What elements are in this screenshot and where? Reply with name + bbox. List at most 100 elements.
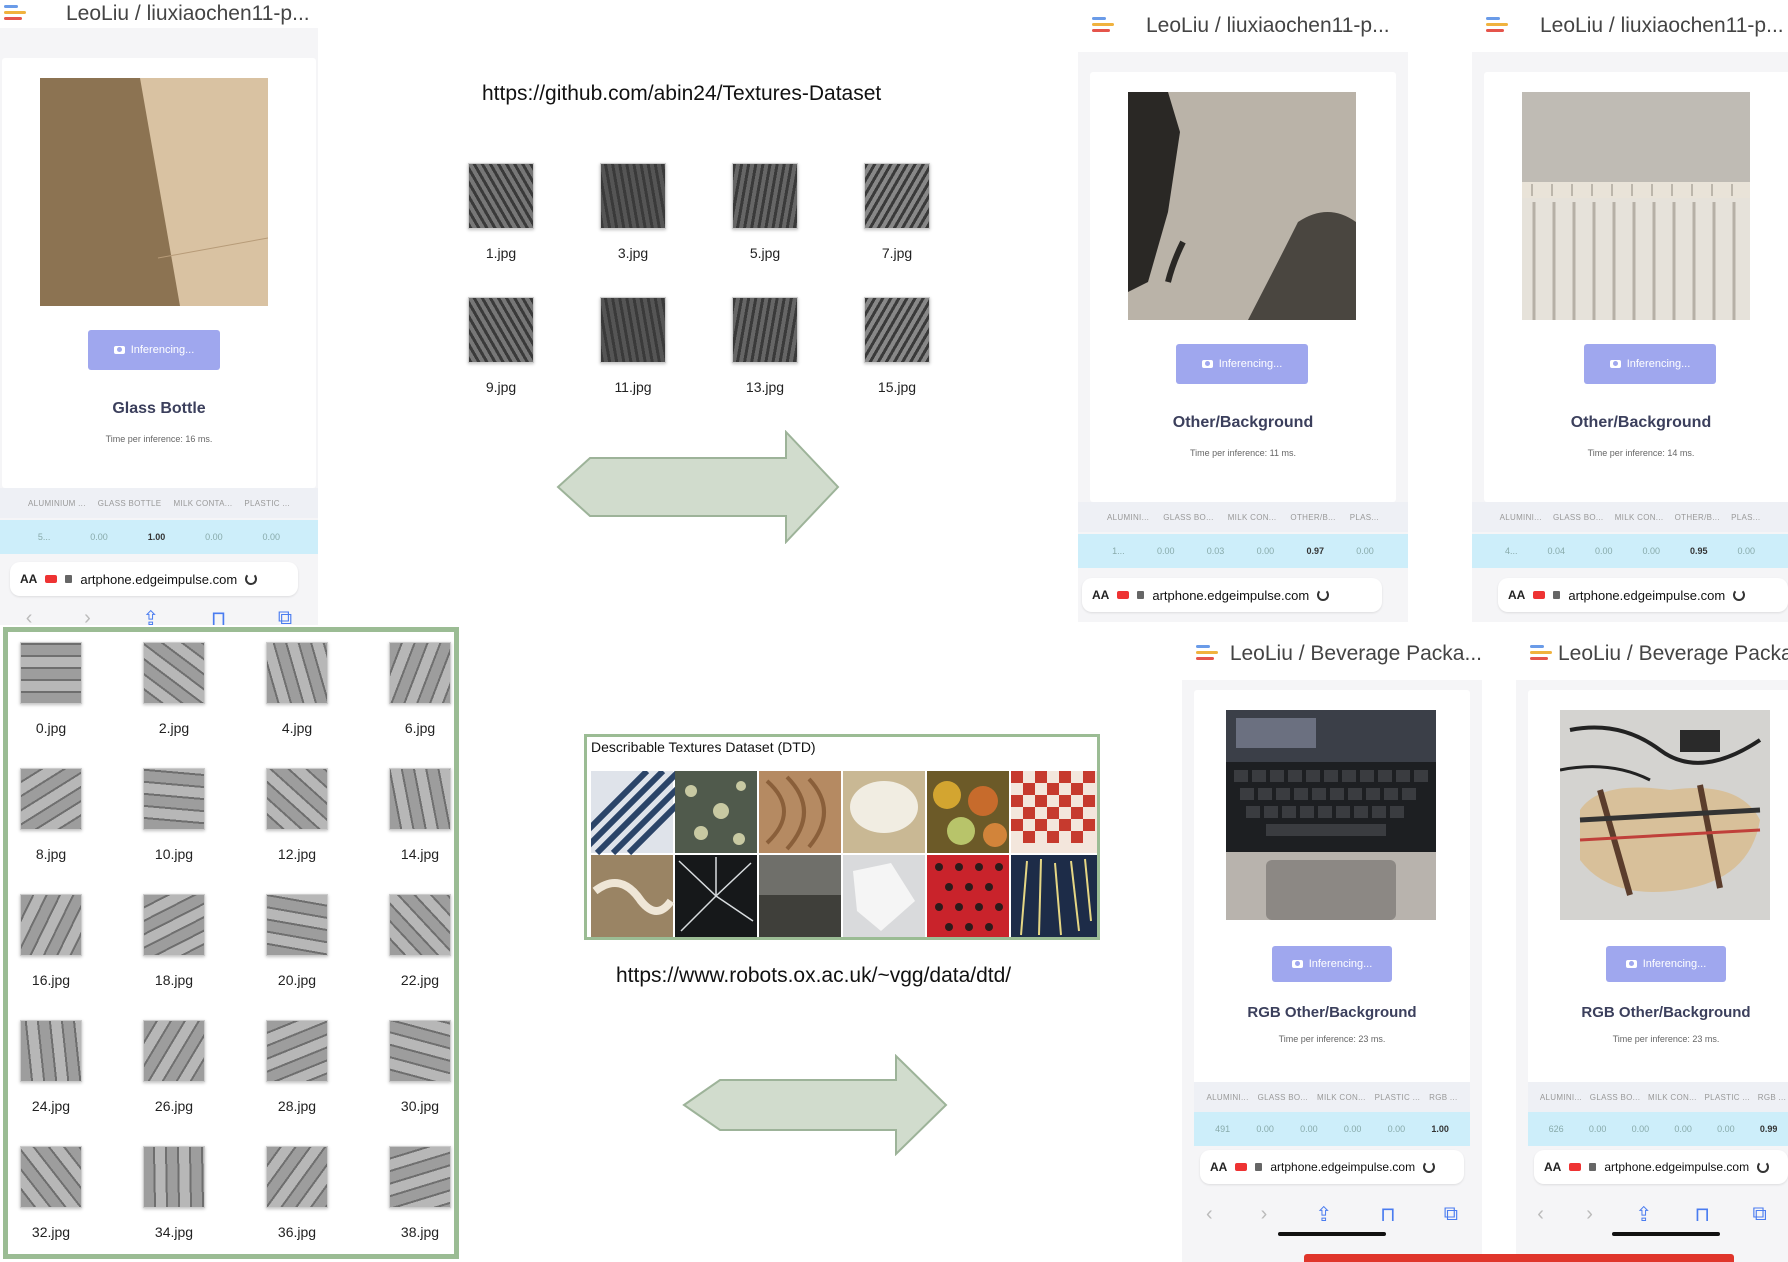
reload-icon[interactable] — [1757, 1161, 1770, 1173]
address-bar[interactable]: AA artphone.edgeimpulse.com — [10, 562, 298, 596]
inferencing-button[interactable]: Inferencing... — [1606, 946, 1726, 982]
app-header: LeoLiu / liuxiaochen11-p... — [1472, 0, 1788, 52]
reload-icon[interactable] — [1423, 1161, 1436, 1173]
stone-thumbnail[interactable] — [143, 1020, 205, 1082]
arrow-top — [556, 430, 840, 544]
stone-thumbnail[interactable] — [143, 1146, 205, 1208]
result-card: Inferencing... Glass Bottle Time per inf… — [2, 58, 316, 488]
address-bar[interactable]: AA artphone.edgeimpulse.com — [1082, 578, 1382, 612]
stone-thumbnail[interactable] — [266, 642, 328, 704]
camera-preview — [1560, 710, 1770, 920]
texture-thumbnail[interactable] — [864, 163, 930, 229]
address-bar[interactable]: AA artphone.edgeimpulse.com — [1200, 1150, 1464, 1184]
stone-thumbnail[interactable] — [20, 1146, 82, 1208]
text-size-icon[interactable]: AA — [1092, 588, 1110, 602]
reload-icon[interactable] — [245, 573, 258, 585]
reload-icon[interactable] — [1733, 589, 1746, 601]
stone-thumbnail[interactable] — [20, 768, 82, 830]
text-size-icon[interactable]: AA — [1210, 1160, 1228, 1174]
text-size-icon[interactable]: AA — [20, 572, 38, 586]
result-card: Inferencing... Other/Background Time per… — [1484, 72, 1788, 502]
bookmarks-icon[interactable]: ⊓ — [210, 607, 227, 626]
home-indicator — [1278, 1232, 1386, 1236]
red-highlight-bar — [1304, 1254, 1734, 1262]
stone-filename: 26.jpg — [154, 1098, 194, 1114]
scores-row: 4... 0.04 0.00 0.00 0.95 0.00 — [1472, 534, 1788, 568]
stone-filename: 38.jpg — [400, 1224, 440, 1240]
camera-icon — [113, 346, 125, 354]
lock-icon — [1137, 591, 1145, 599]
scores-header: ALUMINI... GLASS BO... MILK CON... PLAST… — [1194, 1082, 1470, 1112]
forward-icon[interactable]: › — [84, 606, 91, 626]
inferencing-button[interactable]: Inferencing... — [88, 330, 220, 370]
stone-thumbnail[interactable] — [266, 1146, 328, 1208]
stone-thumbnail[interactable] — [143, 768, 205, 830]
stone-thumbnail[interactable] — [266, 1020, 328, 1082]
text-size-icon[interactable]: AA — [1508, 588, 1526, 602]
inferencing-button[interactable]: Inferencing... — [1584, 344, 1716, 384]
address-bar[interactable]: AA artphone.edgeimpulse.com — [1534, 1150, 1788, 1184]
stone-thumbnail[interactable] — [143, 642, 205, 704]
inferencing-button[interactable]: Inferencing... — [1176, 344, 1308, 384]
share-icon[interactable]: ⇪ — [142, 607, 160, 626]
texture-thumbnail[interactable] — [732, 163, 798, 229]
scores-row: 491 0.00 0.00 0.00 0.00 1.00 — [1194, 1112, 1470, 1146]
texture-thumbnail[interactable] — [732, 297, 798, 363]
classification-result: Other/Background — [1172, 414, 1314, 431]
address-bar[interactable]: AA artphone.edgeimpulse.com — [1498, 578, 1788, 612]
forward-icon[interactable]: › — [1586, 1202, 1593, 1225]
textures-dataset-url[interactable]: https://github.com/abin24/Textures-Datas… — [482, 82, 882, 105]
stone-thumbnail[interactable] — [389, 894, 451, 956]
app-header: LeoLiu / Beverage Packa... — [1182, 628, 1482, 680]
stone-thumbnail[interactable] — [266, 768, 328, 830]
back-icon[interactable]: ‹ — [25, 606, 33, 626]
back-icon[interactable]: ‹ — [1537, 1202, 1544, 1225]
stone-filename: 14.jpg — [400, 846, 440, 862]
inference-time: Time per inference: 23 ms. — [1612, 1034, 1720, 1044]
stone-filename: 30.jpg — [400, 1098, 440, 1114]
texture-thumbnail[interactable] — [468, 297, 534, 363]
dtd-url[interactable]: https://www.robots.ox.ac.uk/~vgg/data/dt… — [616, 964, 1012, 987]
project-title: LeoLiu / Beverage Packa — [1558, 642, 1788, 665]
stone-thumbnail[interactable] — [389, 642, 451, 704]
stone-thumbnail[interactable] — [389, 768, 451, 830]
url-host: artphone.edgeimpulse.com — [80, 571, 238, 587]
dtd-title: Describable Textures Dataset (DTD) — [591, 739, 816, 755]
recording-icon — [45, 575, 58, 583]
edge-impulse-logo-icon — [4, 3, 30, 25]
text-size-icon[interactable]: AA — [1544, 1160, 1562, 1174]
reload-icon[interactable] — [1317, 589, 1330, 601]
texture-thumbnail[interactable] — [600, 163, 666, 229]
texture-thumbnail[interactable] — [864, 297, 930, 363]
stone-thumbnail[interactable] — [389, 1020, 451, 1082]
stone-thumbnail[interactable] — [389, 1146, 451, 1208]
stone-thumbnail[interactable] — [143, 894, 205, 956]
bookmarks-icon[interactable]: ⊓ — [1694, 1203, 1711, 1226]
stone-thumbnail[interactable] — [20, 894, 82, 956]
share-icon[interactable]: ⇪ — [1635, 1203, 1653, 1226]
browser-toolbar: ‹ › ⇪ ⊓ ⧉ — [1182, 1194, 1482, 1234]
stone-filename: 4.jpg — [281, 720, 313, 736]
scores-row: 1... 0.00 0.03 0.00 0.97 0.00 — [1078, 534, 1408, 568]
scores-header: ALUMINI... GLASS BO... MILK CON... PLAST… — [1528, 1082, 1788, 1112]
stone-thumbnail[interactable] — [20, 1020, 82, 1082]
tabs-icon[interactable]: ⧉ — [277, 606, 293, 626]
texture-thumbnail[interactable] — [468, 163, 534, 229]
texture-filename: 11.jpg — [614, 379, 652, 395]
texture-thumbnail[interactable] — [600, 297, 666, 363]
lock-icon — [1553, 591, 1561, 599]
stone-thumbnail[interactable] — [266, 894, 328, 956]
tabs-icon[interactable]: ⧉ — [1443, 1202, 1458, 1225]
inference-time: Time per inference: 14 ms. — [1587, 448, 1695, 458]
inferencing-button[interactable]: Inferencing... — [1272, 946, 1392, 982]
tabs-icon[interactable]: ⧉ — [1752, 1202, 1767, 1225]
share-icon[interactable]: ⇪ — [1315, 1203, 1333, 1226]
stone-thumbnail[interactable] — [20, 642, 82, 704]
classification-result: Glass Bottle — [112, 400, 206, 417]
forward-icon[interactable]: › — [1260, 1202, 1268, 1225]
camera-preview — [1128, 92, 1356, 320]
camera-preview — [1226, 710, 1436, 920]
back-icon[interactable]: ‹ — [1206, 1202, 1213, 1225]
lock-icon — [65, 575, 73, 583]
bookmarks-icon[interactable]: ⊓ — [1380, 1203, 1396, 1226]
